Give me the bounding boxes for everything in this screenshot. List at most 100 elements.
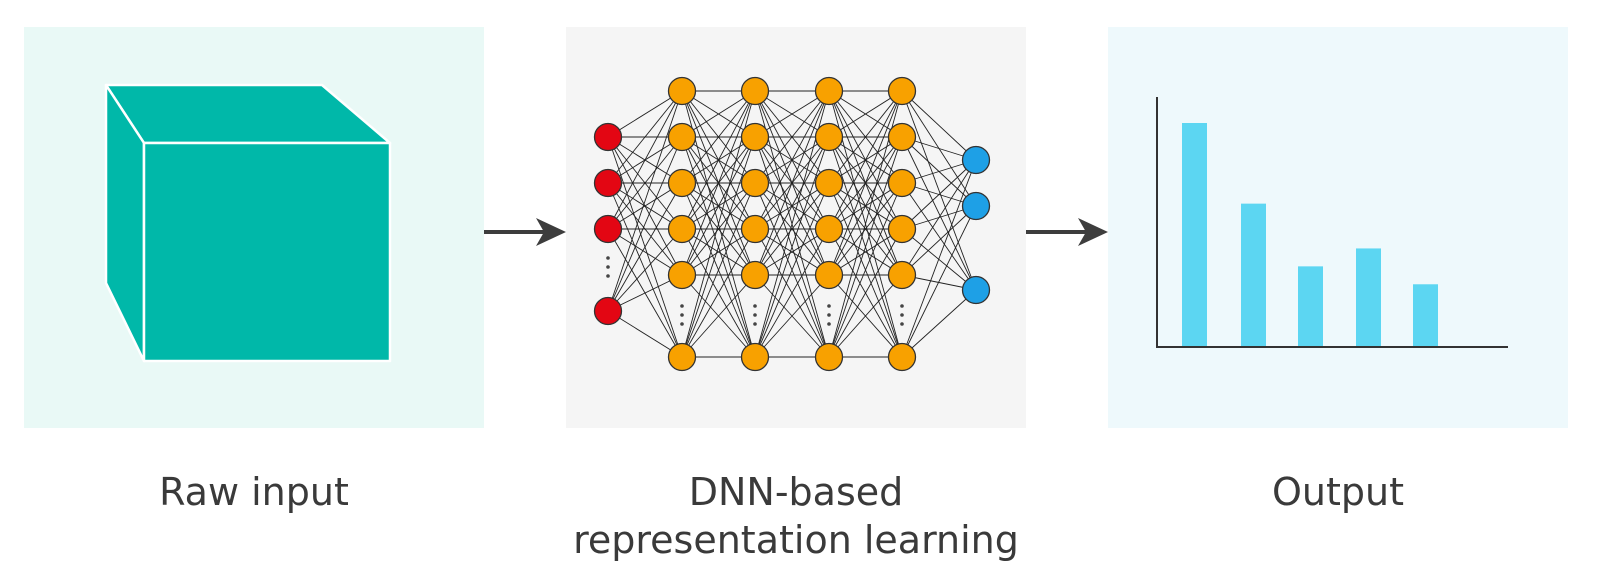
- input-neuron: [593, 296, 623, 326]
- hidden-neuron: [887, 342, 917, 372]
- network-edge: [901, 159, 977, 230]
- ellipsis-dot: [606, 256, 610, 260]
- ellipsis-dot: [900, 304, 904, 308]
- network-edge: [754, 228, 830, 358]
- hidden-neuron: [887, 214, 917, 244]
- hidden-neuron: [814, 122, 844, 152]
- hidden-neuron: [887, 168, 917, 198]
- network-edge: [828, 274, 903, 358]
- dnn-caption: DNN-based representation learning: [536, 468, 1056, 564]
- network-edge: [828, 228, 903, 358]
- hidden-neuron: [667, 122, 697, 152]
- cube-graphic: [104, 83, 392, 363]
- network-edge: [754, 136, 830, 276]
- hidden-neuron: [667, 214, 697, 244]
- network-edge: [828, 90, 903, 276]
- output-panel: [1108, 27, 1568, 428]
- network-edge: [681, 90, 756, 276]
- hidden-neuron: [740, 122, 770, 152]
- network-edge: [681, 90, 756, 230]
- network-edge: [681, 228, 756, 276]
- caption-line: representation learning: [573, 518, 1019, 562]
- hidden-neuron: [814, 168, 844, 198]
- network-edge: [681, 90, 756, 184]
- ellipsis-dot: [827, 313, 831, 317]
- output-neuron: [961, 191, 991, 221]
- network-edge: [901, 159, 977, 276]
- ellipsis-dot: [606, 265, 610, 269]
- ellipsis-dot: [900, 313, 904, 317]
- network-edge: [607, 90, 683, 312]
- network-edge: [828, 90, 903, 138]
- raw-input-panel: [24, 27, 484, 428]
- hidden-neuron: [667, 168, 697, 198]
- network-edge: [754, 228, 830, 276]
- network-edge: [901, 205, 977, 276]
- output-neuron: [961, 145, 991, 175]
- network-edge: [828, 136, 903, 358]
- output-bar: [1241, 203, 1266, 347]
- network-edge: [828, 228, 903, 276]
- network-edge: [681, 136, 756, 276]
- caption-line: DNN-based: [688, 470, 904, 514]
- ellipsis-dot: [753, 304, 757, 308]
- input-neuron: [593, 214, 623, 244]
- ellipsis-dot: [753, 313, 757, 317]
- output-bar: [1413, 284, 1438, 347]
- output-caption: Output: [1078, 468, 1598, 516]
- hidden-neuron: [667, 260, 697, 290]
- network-edge: [901, 182, 977, 291]
- dnn-panel: [566, 27, 1026, 428]
- network-edge: [828, 182, 903, 276]
- cube-front-face: [142, 141, 392, 363]
- network-edge: [754, 136, 830, 358]
- network-edge: [754, 90, 830, 230]
- output-neuron: [961, 275, 991, 305]
- network-edge: [607, 90, 683, 138]
- hidden-neuron: [887, 260, 917, 290]
- network-edge: [754, 274, 830, 358]
- output-bar: [1298, 266, 1323, 347]
- caption-line: Raw input: [159, 470, 349, 514]
- network-edge: [681, 182, 756, 358]
- network-edge: [901, 289, 977, 358]
- input-neuron: [593, 122, 623, 152]
- arrow-input-to-dnn: [484, 212, 566, 252]
- network-edge: [828, 136, 903, 276]
- network-edge: [901, 136, 977, 291]
- network-edge: [607, 182, 683, 312]
- hidden-neuron: [667, 342, 697, 372]
- hidden-neuron: [740, 342, 770, 372]
- network-edge: [681, 274, 756, 358]
- hidden-neuron: [814, 260, 844, 290]
- network-edge: [754, 90, 830, 138]
- arrow-dnn-to-output: [1026, 212, 1108, 252]
- ellipsis-dot: [680, 313, 684, 317]
- cube-top-face: [104, 83, 392, 145]
- ellipsis-dot: [606, 274, 610, 278]
- network-edge: [754, 182, 830, 358]
- ellipsis-dot: [680, 322, 684, 326]
- input-neuron: [593, 168, 623, 198]
- hidden-neuron: [740, 168, 770, 198]
- network-edge: [901, 159, 977, 358]
- network-edge: [754, 90, 830, 276]
- network-edge: [607, 136, 683, 230]
- network-edge: [828, 90, 903, 230]
- network-edge: [828, 182, 903, 358]
- hidden-neuron: [814, 342, 844, 372]
- hidden-neuron: [740, 76, 770, 106]
- hidden-neuron: [814, 214, 844, 244]
- network-edge: [901, 90, 977, 291]
- hidden-neuron: [887, 122, 917, 152]
- network-edge: [901, 90, 977, 161]
- network-edge: [681, 228, 756, 358]
- output-bar-chart: [1156, 97, 1508, 348]
- hidden-neuron: [814, 76, 844, 106]
- hidden-neuron: [667, 76, 697, 106]
- network-edge: [607, 90, 683, 184]
- ellipsis-dot: [753, 322, 757, 326]
- network-edge: [607, 182, 683, 230]
- hidden-neuron: [887, 76, 917, 106]
- ellipsis-dot: [827, 322, 831, 326]
